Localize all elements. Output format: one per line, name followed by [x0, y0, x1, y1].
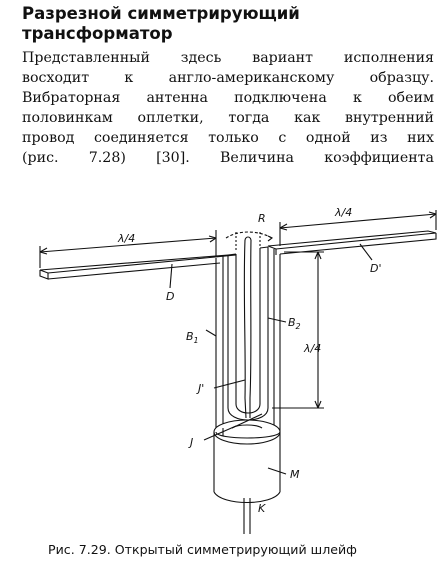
cable-sleeve: [213, 419, 281, 504]
paragraph-line-5: провод соединяется только с одной из них: [22, 130, 434, 146]
dimension-vertical-quarter-wave: [272, 251, 324, 409]
right-shield-conductor: [259, 246, 281, 432]
label-lambda-left: λ/4: [117, 232, 135, 245]
section-heading: Разрезной симметрирующий трансформатор: [22, 4, 422, 44]
dimension-left-quarter-wave: [39, 230, 217, 268]
balun-figure: λ/4 λ/4 λ/4 R D D' B1 B2 J' J M K: [39, 206, 437, 534]
leader-J: [203, 425, 237, 441]
label-J-prime: J': [196, 382, 204, 395]
right-dipole-arm: [267, 230, 437, 255]
gap-bridge: [225, 231, 274, 252]
inner-wire: [243, 236, 252, 419]
feed-cable: [243, 498, 251, 534]
label-R: R: [258, 212, 266, 225]
label-B2: B2: [288, 316, 301, 331]
label-J: J: [188, 436, 193, 449]
paragraph-line-1: Представленный здесь вариант исполнения: [22, 50, 434, 66]
paragraph-line-3: Вибраторная антенна подключена к обеим: [22, 90, 434, 106]
left-dipole-arm: [39, 254, 237, 280]
body-paragraph: Представленный здесь вариант исполнения …: [22, 48, 434, 168]
label-B1: B1: [186, 330, 199, 345]
paragraph-line-4: половинкам оплетки, тогда как внутренний: [22, 110, 434, 126]
heading-line-1: Разрезной симметрирующий: [22, 4, 300, 23]
label-lambda-vertical: λ/4: [303, 342, 321, 355]
leader-B1: [205, 329, 217, 337]
heading-line-2: трансформатор: [22, 24, 173, 43]
label-lambda-right: λ/4: [334, 206, 352, 219]
leader-D-prime: [359, 243, 373, 261]
dimension-right-quarter-wave: [279, 210, 437, 246]
label-M: M: [290, 468, 300, 481]
label-K: K: [258, 502, 266, 515]
leader-B2: [267, 317, 287, 323]
left-shield-conductor: [215, 253, 237, 432]
leader-J-prime: [213, 379, 246, 389]
label-D: D: [166, 290, 174, 303]
leader-D: [169, 263, 173, 289]
label-D-prime: D': [370, 262, 382, 275]
paragraph-line-2: восходит к англо-американскому образцу.: [22, 70, 434, 86]
leader-M: [267, 467, 287, 475]
paragraph-line-6: (рис. 7.28) [30]. Величина коэффициента: [22, 150, 434, 166]
figure-caption: Рис. 7.29. Открытый симметрирующий шлейф: [48, 542, 357, 557]
